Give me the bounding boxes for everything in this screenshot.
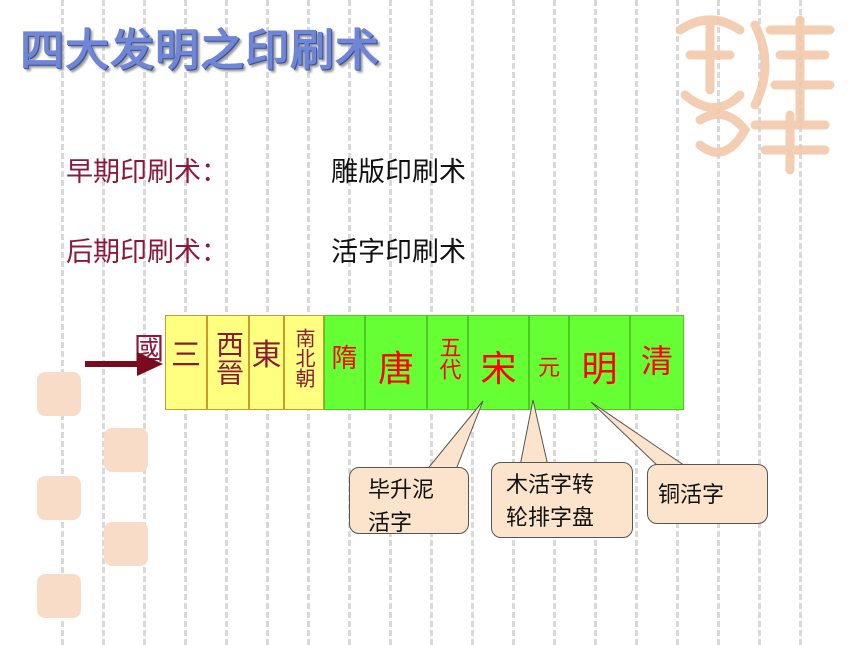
callout-ming-line: 铜活字 — [658, 483, 725, 508]
dynasty-cell-wudai: 五代 — [427, 315, 468, 410]
decorative-seal-small — [104, 522, 148, 566]
callout-ming: 铜活字 — [647, 464, 768, 524]
callout-yuan: 木活字转 轮排字盘 — [491, 462, 633, 538]
right-arrow-icon — [85, 352, 163, 376]
late-printing-value: 活字印刷术 — [331, 237, 466, 268]
decorative-seal-small — [104, 428, 148, 472]
decorative-seal-small — [37, 372, 81, 416]
dynasty-cell-song: 宋 — [468, 315, 529, 410]
dynasty-cell-dong: 東 — [249, 315, 284, 410]
dynasty-cell-qing: 清 — [630, 315, 684, 410]
decorative-seal-small — [37, 574, 81, 618]
callout-song-line: 活字 — [368, 511, 413, 536]
early-printing-label: 早期印刷术： — [66, 157, 228, 188]
dynasty-cell-sui: 隋 — [324, 315, 365, 410]
dynasty-cell-sanguo: 三 — [165, 315, 207, 410]
slide-title: 四大发明之印刷术 — [20, 25, 380, 76]
callout-yuan-line: 轮排字盘 — [506, 506, 595, 531]
callout-yuan-line: 木活字转 — [506, 473, 595, 498]
decorative-seal-large — [660, 0, 860, 180]
early-printing-value: 雕版印刷术 — [331, 157, 466, 188]
dynasty-cell-ming: 明 — [569, 315, 630, 410]
dynasty-cell-yuan: 元 — [529, 315, 569, 410]
dynasty-cell-xijin: 西晉 — [207, 315, 249, 410]
dynasty-cell-tang: 唐 — [365, 315, 427, 410]
decorative-seal-small — [37, 476, 81, 520]
callout-song-line: 毕升泥 — [368, 478, 435, 503]
late-printing-label: 后期印刷术： — [66, 237, 228, 268]
dynasty-cell-nanbeichao: 南北朝 — [284, 315, 324, 410]
dynasty-timeline: 三 西晉 東 南北朝 隋 唐 五代 宋 元 明 清 — [165, 315, 684, 410]
callout-song: 毕升泥 活字 — [349, 467, 469, 536]
